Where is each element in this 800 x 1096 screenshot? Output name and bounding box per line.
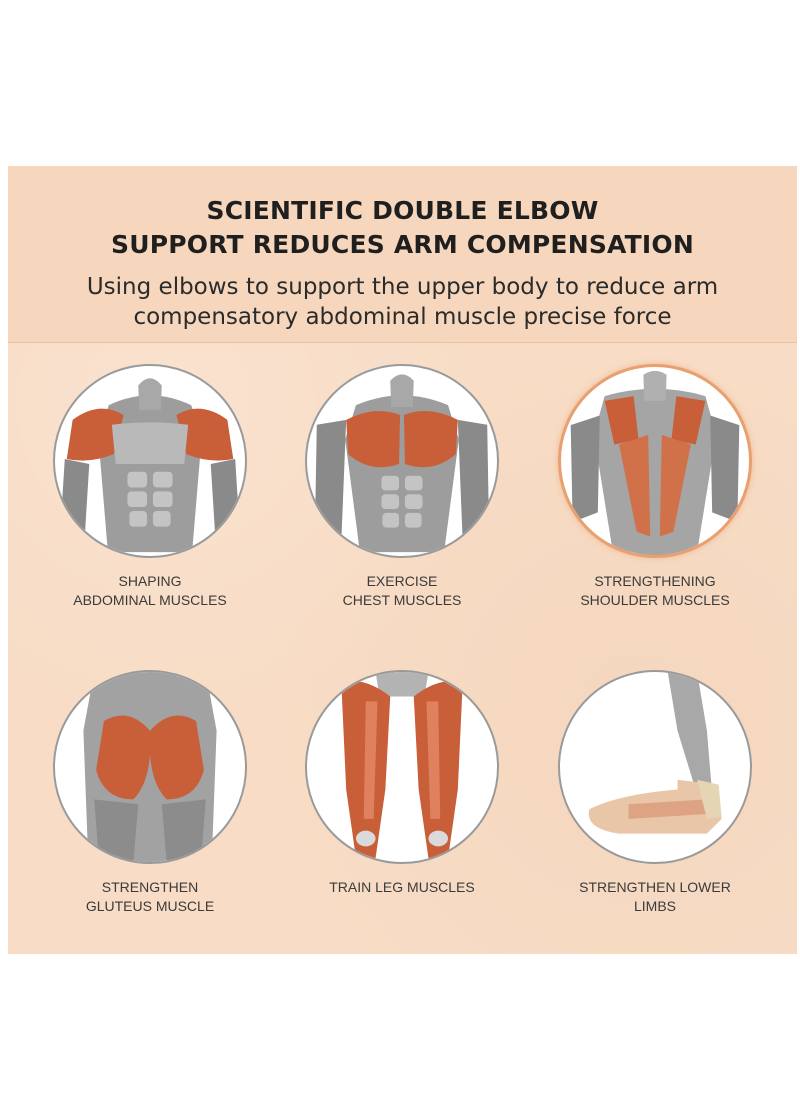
card-label-line2: CHEST MUSCLES [342, 592, 462, 608]
card-chest: EXERCISE CHEST MUSCLES [282, 364, 522, 610]
gluteus-muscle-illustration [53, 670, 247, 864]
card-legs: TRAIN LEG MUSCLES [282, 670, 522, 897]
card-label-line1: EXERCISE [366, 573, 438, 589]
card-label-line2: ABDOMINAL MUSCLES [73, 592, 227, 608]
card-label-line2: LIMBS [633, 898, 676, 914]
lower-limbs-illustration [558, 670, 752, 864]
card-shoulder: STRENGTHENING SHOULDER MUSCLES [535, 364, 775, 610]
chest-muscles-illustration [305, 364, 499, 558]
card-label-line1: STRENGTHEN [101, 879, 199, 895]
card-label-line1: STRENGTHENING [594, 573, 716, 589]
title-line-2: SUPPORT REDUCES ARM COMPENSATION [111, 230, 694, 259]
abdominal-muscles-illustration [53, 364, 247, 558]
feature-panel: SCIENTIFIC DOUBLE ELBOW SUPPORT REDUCES … [8, 166, 797, 954]
shoulder-muscles-illustration [558, 364, 752, 558]
title-line-1: SCIENTIFIC DOUBLE ELBOW [206, 196, 599, 225]
subtitle-line-1: Using elbows to support the upper body t… [86, 274, 719, 300]
header-band: SCIENTIFIC DOUBLE ELBOW SUPPORT REDUCES … [8, 166, 797, 343]
card-label-line2: GLUTEUS MUSCLE [85, 898, 215, 914]
card-label-line1: SHAPING [118, 573, 182, 589]
card-lower-limbs: STRENGTHEN LOWER LIMBS [535, 670, 775, 916]
leg-muscles-illustration [305, 670, 499, 864]
card-gluteus: STRENGTHEN GLUTEUS MUSCLE [30, 670, 270, 916]
subtitle-line-2: compensatory abdominal muscle precise fo… [133, 304, 672, 330]
card-abdominal: SHAPING ABDOMINAL MUSCLES [30, 364, 270, 610]
card-label-line1: STRENGTHEN LOWER [579, 879, 731, 895]
card-label-line2: SHOULDER MUSCLES [580, 592, 730, 608]
card-label-line1: TRAIN LEG MUSCLES [329, 879, 475, 895]
